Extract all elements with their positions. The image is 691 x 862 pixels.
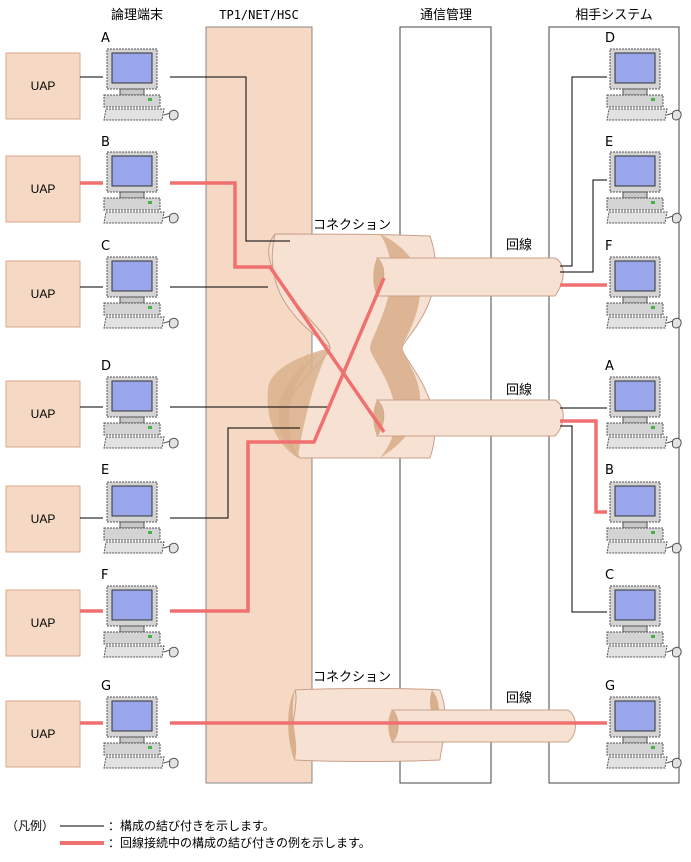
line-pipe-2 [375,399,564,437]
line-pipes [375,257,576,743]
right-terminal-label-d: D [605,31,615,46]
line-label-2: 回線 [506,382,532,398]
left-terminal-f [103,585,179,658]
line-pipe-3 [390,709,576,743]
header-remote: 相手システム [575,8,653,23]
header-terminal: 論理端末 [111,7,163,23]
left-terminal-g [103,696,179,769]
connection-label-lower: コネクション [313,670,391,685]
right-terminal-label-b: B [605,463,614,478]
left-terminals [103,48,179,769]
left-terminal-label-b: B [101,135,110,150]
left-terminal-label-a: A [101,31,110,46]
uap-label-f: UAP [31,616,56,630]
header-comm: 通信管理 [420,8,472,23]
uap-boxes [5,52,81,768]
left-terminal-d [103,376,179,449]
left-terminal-label-d: D [101,359,111,374]
legend-thick-text: ：回線接続中の構成の結び付きの例を示します。 [108,835,371,850]
legend-thin-text: ：構成の結び付きを示します。 [108,819,275,833]
right-terminal-label-a: A [605,359,614,374]
uap-label-c: UAP [31,287,56,301]
line-label-1: 回線 [506,237,532,253]
uap-label-d: UAP [31,407,56,421]
legend: （凡例） ：構成の結び付きを示します。 ：回線接続中の構成の結び付きの例を示しま… [6,819,371,850]
header-tp1: TP1/NET/HSC [219,8,298,22]
right-terminal-label-e: E [605,135,613,150]
left-terminal-label-c: C [101,239,110,254]
uap-label-b: UAP [31,182,56,196]
right-terminal-label-g: G [605,679,615,694]
right-terminal-label-c: C [605,568,614,583]
uap-box-d [5,380,81,448]
right-terminal-label-f: F [605,239,612,254]
uap-box-c [5,260,81,328]
connection-label-upper: コネクション [313,218,391,233]
line-pipe-1 [375,257,564,297]
left-terminal-e [103,481,179,554]
legend-prefix: （凡例） [6,819,54,833]
left-terminal-label-e: E [101,463,109,478]
line-label-3: 回線 [506,690,532,706]
left-terminal-label-f: F [101,568,108,583]
left-terminal-label-g: G [101,679,111,694]
uap-box-b [5,155,81,223]
left-terminal-c [103,256,179,329]
uap-label-e: UAP [31,512,56,526]
left-terminal-b [103,151,179,224]
uap-box-a [5,52,81,120]
left-terminal-a [103,48,179,121]
thick-links [80,181,607,725]
uap-label-g: UAP [31,727,56,741]
uap-box-e [5,485,81,553]
uap-box-f [5,589,81,657]
uap-label-a: UAP [31,79,56,93]
uap-box-g [5,700,81,768]
